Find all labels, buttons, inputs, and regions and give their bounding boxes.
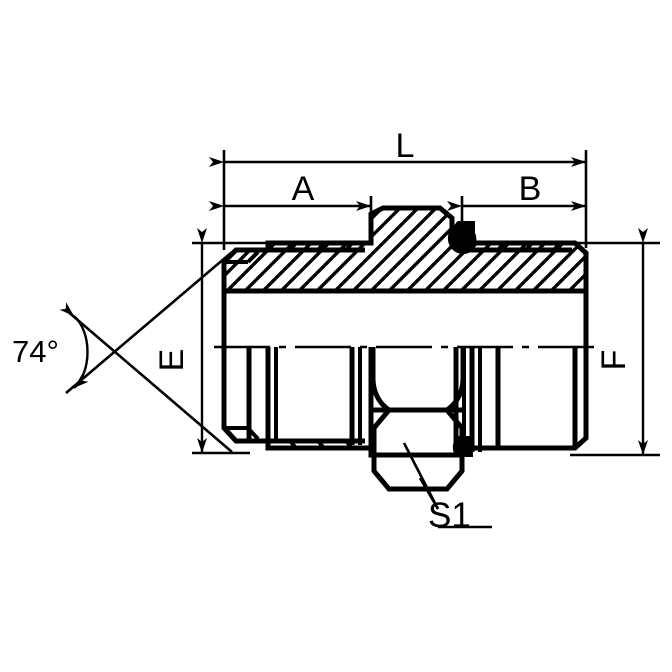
s1-leader-line-2 [418,477,440,510]
right-bore-lines [453,347,578,452]
left-nose-detail [224,250,260,264]
angle-arc [59,302,89,389]
thread-steps-left [266,241,354,252]
angle-leader-lower [65,251,233,394]
dimension-label-E: E [153,349,191,372]
o-ring-seal [447,221,477,255]
angle-leader-upper [65,309,233,453]
o-ring-lower [452,436,473,457]
angle-label-74: 74° [12,334,59,369]
dimension-label-F: F [595,350,633,371]
dimension-label-B: B [519,170,542,208]
dimension-label-A: A [292,170,315,208]
s1-callout [402,442,492,529]
upper-outline [221,205,589,291]
part-lower-outline [221,291,589,492]
angle-annotation-74deg [59,251,233,453]
dimension-label-L: L [396,127,415,165]
callout-label-S1: S1 [428,496,471,535]
hex-nut-profile [370,347,466,492]
